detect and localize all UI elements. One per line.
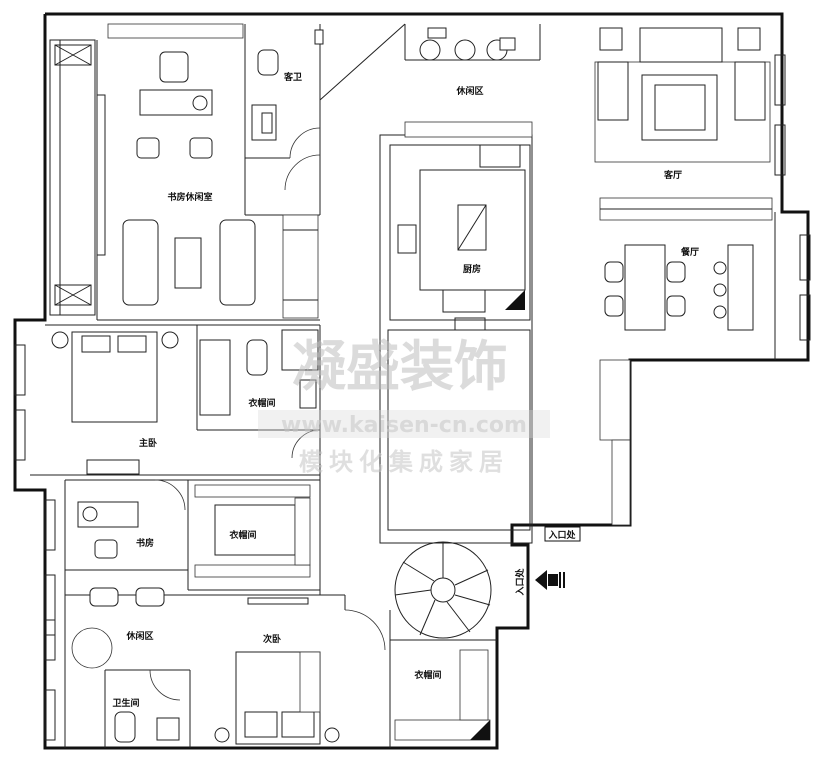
label-entrance-vertical: 入口处 [514, 568, 526, 597]
leisure-top-furniture [314, 27, 516, 61]
dining-furniture [599, 244, 754, 526]
watermark-brand: 凝盛装饰 [292, 335, 508, 398]
kitchen-furniture [397, 121, 533, 331]
label-kitchen: 厨房 [463, 263, 481, 275]
master-bedroom-furniture [51, 329, 321, 475]
label-guest-bath: 客卫 [283, 71, 302, 83]
label-living-room: 客厅 [663, 169, 682, 181]
living-room-furniture [594, 27, 773, 221]
label-dining-room: 餐厅 [680, 246, 699, 258]
label-master-bedroom: 主卧 [139, 437, 157, 449]
label-entrance-right: 入口处 [547, 529, 576, 541]
study-leisure-furniture [107, 23, 319, 319]
entrance-arrow-icon [535, 526, 581, 590]
room-labels: 书房休闲室 客卫 休闲区 客厅 厨房 餐厅 衣帽间 主卧 书房 衣帽间 休闲区 … [112, 71, 699, 709]
label-closet-bottom: 衣帽间 [414, 669, 441, 681]
label-master-closet: 衣帽间 [248, 397, 275, 409]
watermark-url: www.kaisen-cn.com [281, 413, 527, 438]
label-second-bedroom: 次卧 [263, 633, 281, 645]
guest-bath-fixtures [251, 49, 321, 191]
label-leisure-bottom: 休闲区 [125, 630, 153, 642]
label-closet-mid: 衣帽间 [229, 529, 256, 541]
label-bathroom: 卫生间 [112, 697, 139, 709]
windows [14, 39, 811, 741]
spiral-stair [394, 541, 492, 741]
watermark: 凝盛装饰 www.kaisen-cn.com 模块化集成家居 [258, 335, 550, 476]
study-closet-furniture [77, 479, 311, 605]
outer-walls [13, 12, 810, 750]
second-bedroom-furniture [71, 587, 386, 745]
label-study: 书房 [136, 537, 154, 549]
label-study-leisure: 书房休闲室 [167, 191, 212, 203]
label-leisure-top: 休闲区 [455, 85, 483, 97]
watermark-slogan: 模块化集成家居 [299, 448, 509, 476]
